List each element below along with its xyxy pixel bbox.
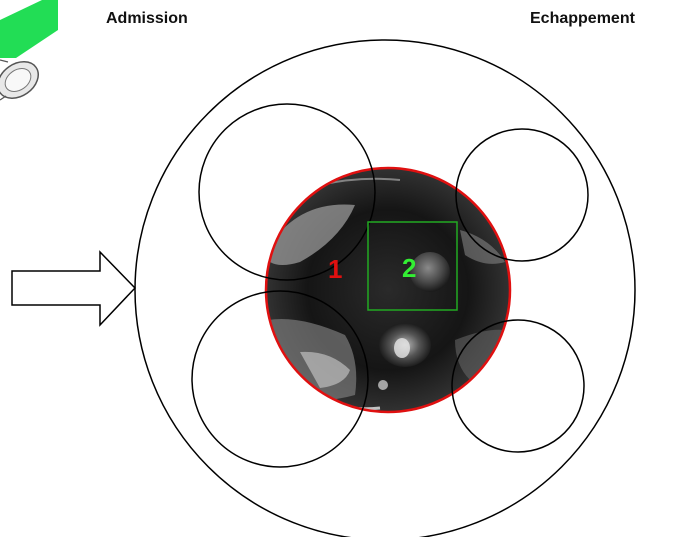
- exhaust-valve-top: [455, 128, 589, 262]
- region-2-box: [367, 221, 458, 311]
- region-2-label: 2: [402, 253, 416, 283]
- right-arrow-outline-icon: [11, 250, 137, 327]
- region-1-label: 1: [328, 254, 342, 284]
- cylinder-outline: [134, 39, 636, 537]
- echappement-label: Echappement: [530, 10, 635, 27]
- pipe-elbow-icon: [0, 0, 58, 101]
- admission-label: Admission: [106, 10, 188, 27]
- exhaust-valve-bottom: [451, 319, 585, 453]
- chamber-boundary: [264, 166, 512, 414]
- intake-valve-bottom: [191, 290, 369, 468]
- intake-valve-top: [198, 103, 376, 281]
